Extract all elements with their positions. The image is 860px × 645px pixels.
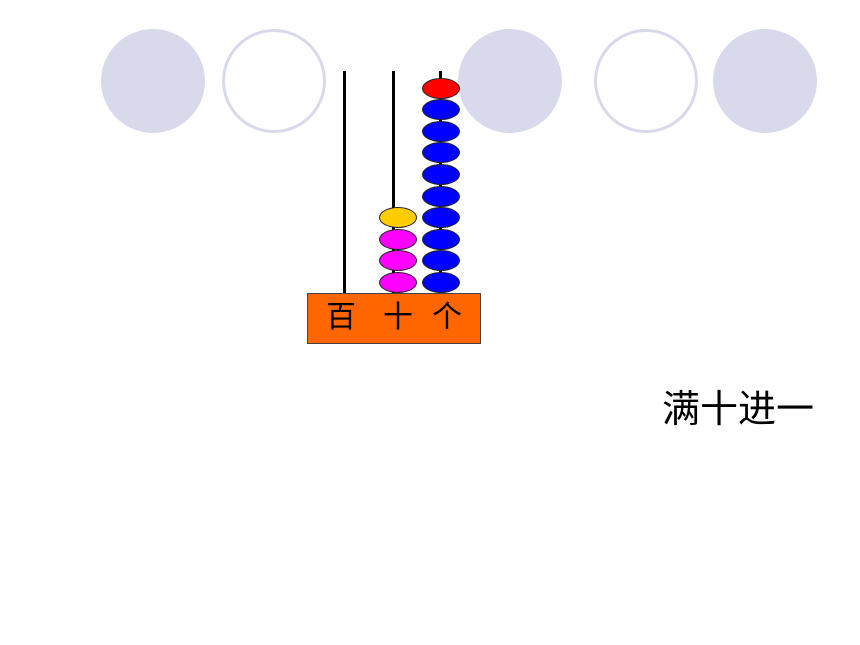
- caption-carry-rule: 满十进一: [662, 387, 815, 431]
- bead-ones-blue: [422, 120, 460, 142]
- bead-tens-pink: [379, 250, 417, 272]
- rod-hundreds: [343, 71, 346, 294]
- decor-circle-3: [458, 29, 562, 133]
- decor-circle-4: [594, 29, 698, 133]
- bead-ones-blue: [422, 164, 460, 185]
- bead-ones-blue: [422, 272, 460, 293]
- bead-ones-blue: [422, 142, 460, 164]
- decor-circle-2: [222, 29, 326, 133]
- bead-ones-blue: [422, 207, 460, 229]
- label-tens: 十: [383, 300, 413, 335]
- bead-ones-blue: [422, 250, 460, 272]
- decor-circle-5: [713, 29, 817, 133]
- bead-ones-blue: [422, 99, 460, 121]
- bead-tens-pink: [379, 272, 417, 293]
- label-hundreds: 百: [326, 300, 356, 335]
- rod-tens: [392, 71, 395, 294]
- label-ones: 个: [432, 300, 462, 335]
- bead-tens-yellow: [379, 207, 417, 229]
- decor-circle-1: [101, 29, 205, 133]
- bead-ones-blue: [422, 185, 460, 207]
- abacus-base: 百 十 个: [307, 293, 481, 344]
- bead-ones-blue: [422, 228, 460, 250]
- bead-tens-pink: [379, 228, 417, 250]
- bead-ones-red: [422, 77, 460, 99]
